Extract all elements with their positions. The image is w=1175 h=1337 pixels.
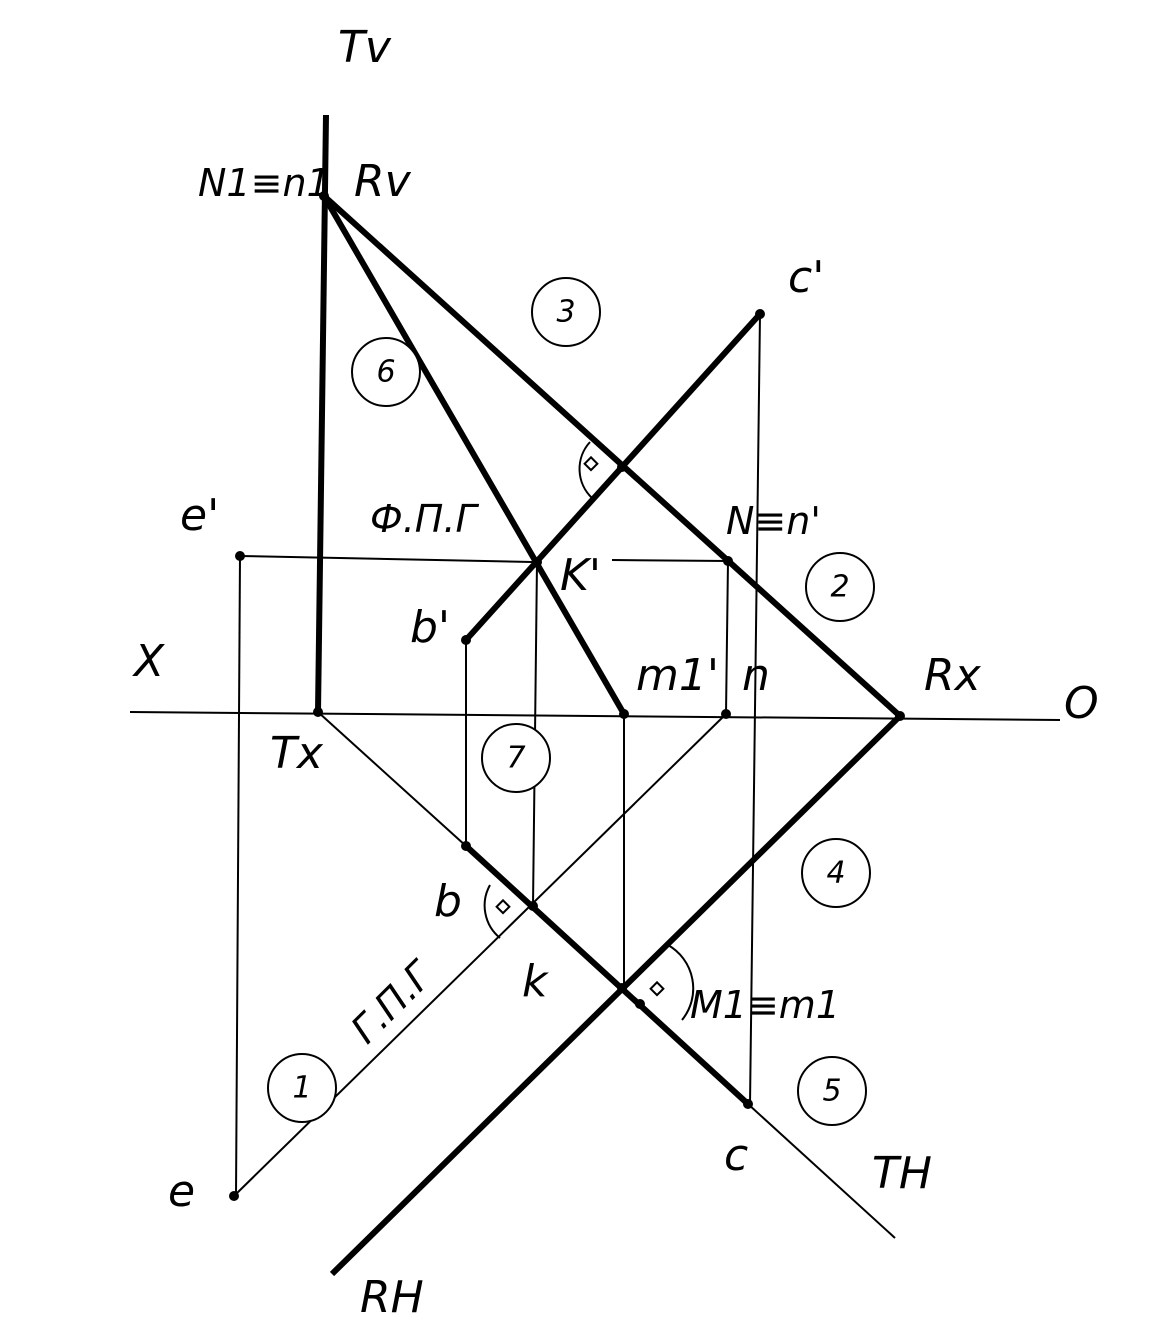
circle-3-number: 3 bbox=[556, 295, 575, 330]
label-rx: Rx bbox=[924, 650, 982, 701]
label-n-prime: N≡n' bbox=[726, 499, 821, 543]
x-o-axis bbox=[129, 711, 1061, 721]
label-c: c bbox=[724, 1130, 748, 1181]
point-c-prime bbox=[755, 309, 765, 319]
right-angle-arc-left bbox=[483, 884, 501, 939]
circle-5-number: 5 bbox=[822, 1074, 841, 1109]
b-c-frontal-projection bbox=[463, 311, 763, 643]
right-angle-mark-upper bbox=[583, 455, 599, 472]
label-m1-prime: m1' bbox=[636, 650, 719, 701]
point-tx bbox=[313, 707, 323, 717]
front-line-n1-m1 bbox=[321, 194, 627, 716]
point-b-prime bbox=[461, 635, 471, 645]
label-rv: Rv bbox=[354, 156, 412, 207]
c-projection-line bbox=[749, 313, 761, 1105]
label-c-prime: c' bbox=[788, 252, 824, 303]
b-c-horizontal-projection bbox=[463, 843, 751, 1107]
label-tx: Tx bbox=[270, 728, 324, 779]
circle-4 bbox=[801, 838, 871, 908]
right-angle-mark-right bbox=[649, 980, 665, 997]
horizontal-projection-line-e-n bbox=[233, 713, 727, 1197]
label-b-prime: b' bbox=[410, 602, 450, 653]
label-m1: M1≡m1 bbox=[690, 983, 840, 1027]
point-m1-prime bbox=[619, 709, 629, 719]
label-e-prime: e' bbox=[180, 490, 219, 541]
circle-1-number: 1 bbox=[292, 1071, 311, 1106]
right-angle-mark-left bbox=[495, 898, 511, 915]
n-projection-line bbox=[725, 560, 729, 715]
point-k-prime bbox=[532, 557, 542, 567]
circle-2 bbox=[805, 552, 875, 622]
point-n-prime bbox=[723, 556, 733, 566]
label-gpg: Г.П.Г bbox=[342, 951, 442, 1051]
e-projection-line bbox=[235, 555, 241, 1197]
circle-3 bbox=[531, 277, 601, 347]
label-n1: N1≡n1 bbox=[198, 161, 331, 205]
rv-trace bbox=[321, 193, 903, 719]
label-k-prime: K' bbox=[560, 550, 601, 601]
label-fpg: Ф.П.Г bbox=[370, 497, 479, 541]
point-e bbox=[229, 1191, 239, 1201]
point-m1 bbox=[617, 983, 627, 993]
circle-7 bbox=[481, 723, 551, 793]
point-k bbox=[528, 901, 538, 911]
circle-7-number: 7 bbox=[506, 741, 525, 776]
label-k: k bbox=[522, 956, 549, 1007]
label-o-axis: O bbox=[1064, 678, 1099, 729]
circle-5 bbox=[797, 1056, 867, 1126]
circle-4-number: 4 bbox=[826, 856, 845, 891]
label-n: n bbox=[742, 650, 770, 701]
label-b: b bbox=[434, 876, 462, 927]
circle-6 bbox=[351, 337, 421, 407]
label-th: TH bbox=[872, 1148, 932, 1199]
label-rh: RH bbox=[360, 1272, 424, 1323]
tv-trace bbox=[315, 114, 329, 713]
label-x-axis: X bbox=[132, 636, 165, 687]
rh-trace bbox=[329, 713, 903, 1277]
point-e-prime bbox=[235, 551, 245, 561]
point-b bbox=[461, 841, 471, 851]
point-n1 bbox=[319, 191, 329, 201]
point-m1-secondary bbox=[635, 999, 645, 1009]
right-angle-arc-upper bbox=[578, 441, 593, 499]
point-c bbox=[743, 1099, 753, 1109]
th-trace-segment-upper bbox=[317, 711, 467, 847]
point-n bbox=[721, 709, 731, 719]
point-rx bbox=[895, 711, 905, 721]
point-intersection-upper bbox=[617, 462, 627, 472]
th-trace-segment-lower bbox=[747, 1103, 896, 1239]
label-tv: Tv bbox=[338, 22, 392, 73]
label-e: e bbox=[168, 1166, 195, 1217]
e-prime-horizontal-line-right bbox=[611, 559, 729, 562]
right-angle-arc-right bbox=[667, 944, 695, 1021]
circle-1 bbox=[267, 1053, 337, 1123]
e-prime-horizontal-line-left bbox=[239, 555, 533, 563]
circle-6-number: 6 bbox=[376, 355, 395, 390]
circle-2-number: 2 bbox=[830, 570, 849, 605]
